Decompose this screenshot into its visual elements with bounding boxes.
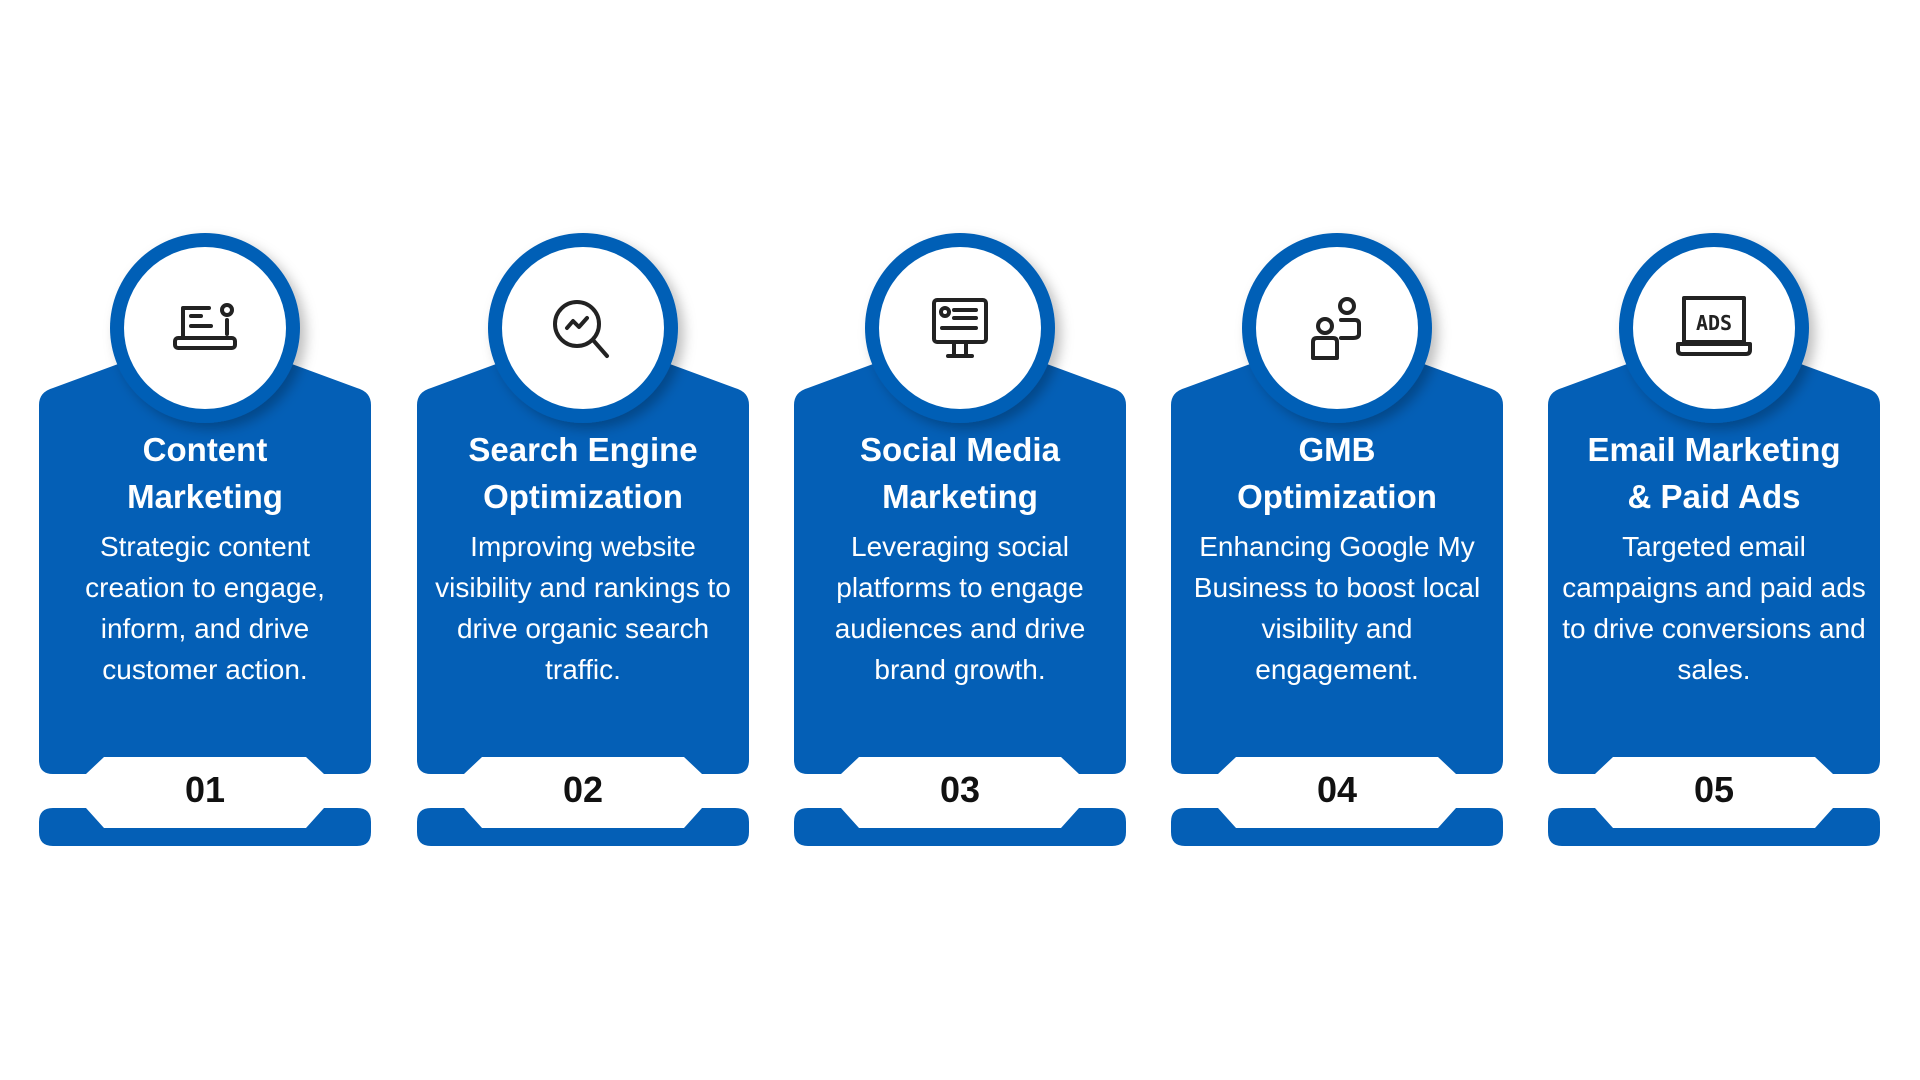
card-description: Improving website visibility and ranking…: [435, 531, 731, 685]
ads-label: ADS: [1696, 311, 1732, 335]
card-title: GMB Optimization: [1171, 426, 1503, 520]
card-number: 04: [1316, 769, 1358, 810]
card-description: Targeted email campaigns and paid ads to…: [1562, 531, 1866, 685]
service-card-05: ADS Email Marketing & Paid Ads Targeted e…: [1548, 200, 1880, 860]
search-analytics-icon: [543, 288, 623, 368]
card-title-line: Content: [142, 431, 268, 468]
card-title-line: GMB: [1298, 431, 1376, 468]
card-description: Leveraging social platforms to engage au…: [834, 531, 1086, 685]
card-title-line: Optimization: [1237, 478, 1437, 515]
card-title-line: Search Engine: [468, 431, 698, 468]
card-description: Enhancing Google My Business to boost lo…: [1193, 531, 1481, 685]
monitor-profile-icon: [920, 288, 1000, 368]
card-title-line: & Paid Ads: [1627, 478, 1801, 515]
card-number: 03: [939, 769, 981, 810]
card-number: 01: [184, 769, 226, 810]
card-title: Email Marketing & Paid Ads: [1548, 426, 1880, 520]
card-description: Strategic content creation to engage, in…: [85, 531, 325, 685]
people-icon: [1297, 288, 1377, 368]
service-card-04: GMB Optimization Enhancing Google My Busi…: [1171, 200, 1503, 860]
card-shape: [794, 233, 1126, 846]
card-title-line: Social Media: [860, 431, 1060, 468]
card-title-line: Marketing: [127, 478, 283, 515]
ads-laptop-icon: ADS: [1674, 288, 1754, 368]
card-shape: [1548, 233, 1880, 846]
card-shape: [1171, 233, 1503, 846]
card-shape: [417, 233, 749, 846]
card-title-line: Email Marketing: [1587, 431, 1841, 468]
card-title-line: Optimization: [483, 478, 683, 515]
laptop-content-icon: [165, 288, 245, 368]
card-number: 02: [562, 769, 604, 810]
card-title-line: Marketing: [882, 478, 1038, 515]
card-number: 05: [1693, 769, 1735, 810]
